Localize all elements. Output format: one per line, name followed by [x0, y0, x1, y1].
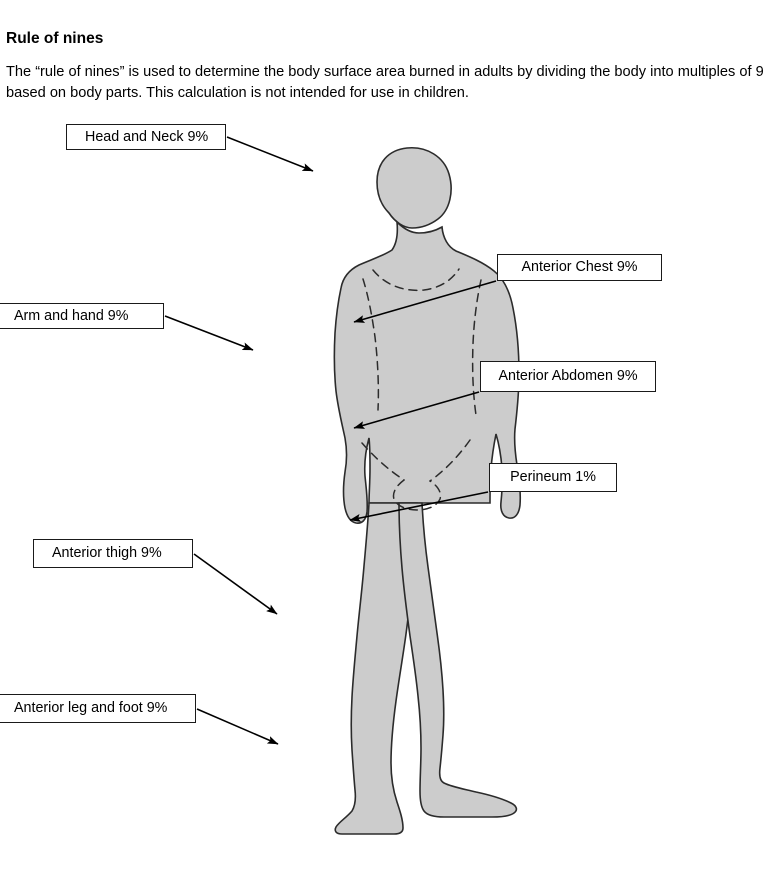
- arrow-anterior-chest: [353, 280, 497, 323]
- arrow-anterior-leg-and-foot: [196, 708, 279, 745]
- right-leg-shape: [398, 502, 518, 818]
- arrow-anterior-thigh: [193, 553, 278, 615]
- arrow-anterior-abdomen: [353, 391, 480, 429]
- perineum-divider: [392, 479, 442, 511]
- callout-anterior-chest: Anterior Chest 9%: [497, 254, 662, 281]
- arrow-head-and-neck: [226, 136, 314, 172]
- callout-head-and-neck-label: Head and Neck 9%: [85, 128, 209, 145]
- region-divider-lines: [361, 268, 482, 511]
- left-inguinal-divider: [361, 442, 405, 481]
- right-shoulder-divider: [471, 279, 482, 416]
- neck-divider: [372, 268, 460, 292]
- callout-anterior-abdomen: Anterior Abdomen 9%: [480, 361, 656, 392]
- callout-perineum-label: Perineum 1%: [510, 469, 596, 486]
- callout-anterior-abdomen-label: Anterior Abdomen 9%: [498, 368, 638, 385]
- human-body-figure: [333, 147, 522, 835]
- callout-anterior-leg-and-foot: Anterior leg and foot 9%: [0, 694, 196, 723]
- callout-arrows: [164, 136, 497, 745]
- arrow-perineum: [349, 491, 489, 522]
- callout-head-and-neck: Head and Neck 9%: [66, 124, 226, 150]
- callout-arm-and-hand: Arm and hand 9%: [0, 303, 164, 329]
- head-shape: [376, 147, 452, 229]
- callout-anterior-chest-label: Anterior Chest 9%: [521, 259, 638, 276]
- right-inguinal-divider: [429, 439, 471, 482]
- intro-paragraph: The “rule of nines” is used to determine…: [6, 64, 764, 101]
- arrow-arm-and-hand: [164, 315, 254, 351]
- callout-anterior-thigh-label: Anterior thigh 9%: [52, 545, 162, 562]
- left-leg-shape: [334, 502, 418, 835]
- callout-anterior-leg-and-foot-label: Anterior leg and foot 9%: [14, 700, 168, 717]
- callout-anterior-thigh: Anterior thigh 9%: [33, 539, 193, 568]
- page-title: Rule of nines: [6, 30, 104, 47]
- callout-arm-and-hand-label: Arm and hand 9%: [14, 307, 129, 324]
- left-shoulder-divider: [362, 278, 380, 411]
- callout-perineum: Perineum 1%: [489, 463, 617, 492]
